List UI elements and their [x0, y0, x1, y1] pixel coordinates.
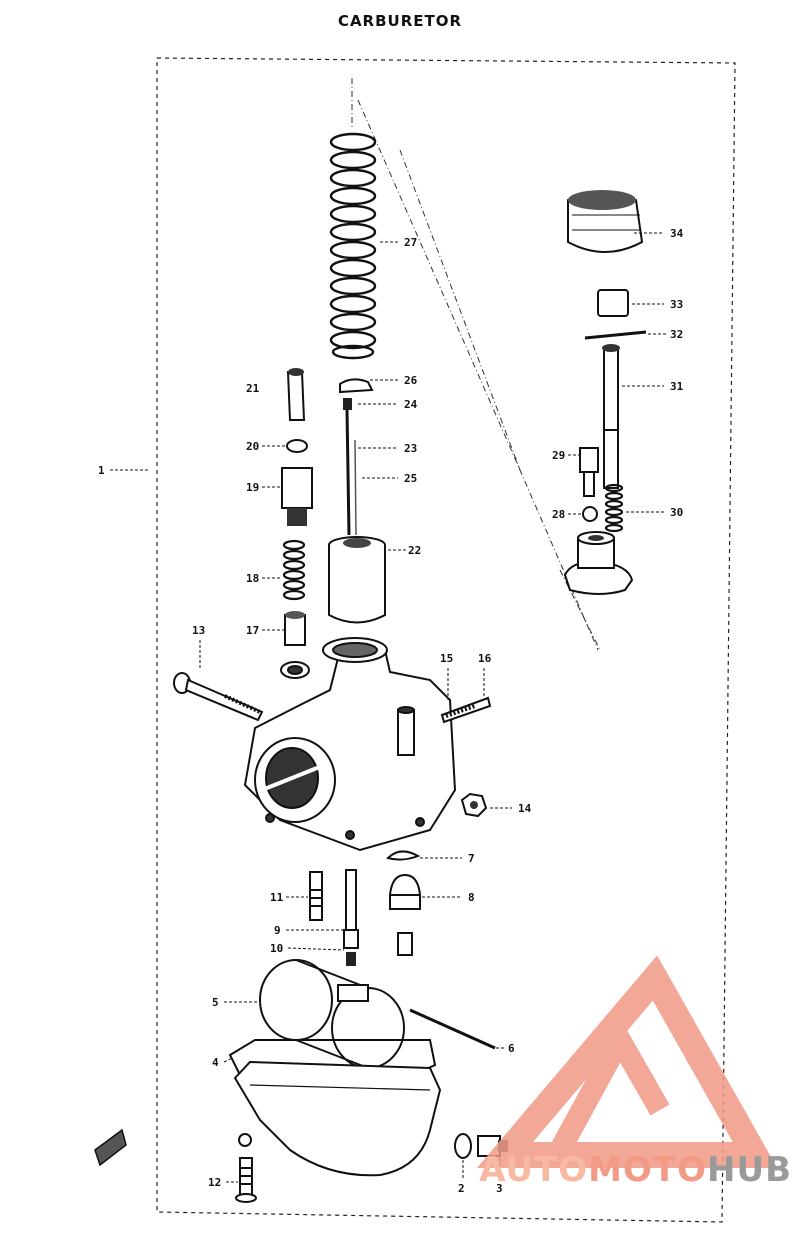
label-32: 32 — [670, 328, 683, 341]
watermark-part-1: AUTO — [479, 1150, 589, 1190]
watermark-part-3: HUB — [707, 1150, 792, 1190]
watermark-wordmark: AUTOMOTOHUB — [479, 1150, 792, 1190]
label-34: 34 — [670, 227, 684, 240]
label-33: 33 — [670, 298, 683, 311]
float-5 — [259, 959, 405, 1069]
label-7: 7 — [468, 852, 475, 865]
jet-needle-25 — [354, 439, 357, 536]
label-3: 3 — [496, 1182, 503, 1195]
needle-clip-26 — [339, 378, 374, 394]
adjuster-21 — [286, 368, 306, 421]
guide-line-choke — [357, 99, 599, 651]
label-6: 6 — [508, 1042, 515, 1055]
label-14: 14 — [518, 802, 532, 815]
float-bowl — [233, 1060, 442, 1177]
label-17: 17 — [246, 624, 259, 637]
label-13: 13 — [192, 624, 205, 637]
nut-20 — [286, 439, 308, 453]
screw-29 — [579, 447, 599, 497]
label-15: 15 — [440, 652, 453, 665]
spring-18 — [282, 539, 306, 601]
cap-34 — [567, 190, 644, 253]
label-2: 2 — [458, 1182, 465, 1195]
assembly-frame — [156, 57, 736, 1223]
jet-11 — [309, 871, 323, 921]
label-28: 28 — [552, 508, 565, 521]
label-30: 30 — [670, 506, 683, 519]
carburetor-body — [243, 637, 457, 852]
watermark-logo — [476, 955, 778, 1168]
label-26: 26 — [404, 374, 418, 387]
spring-27 — [329, 132, 377, 360]
screw-13 — [173, 672, 264, 722]
washer-2 — [454, 1133, 472, 1159]
label-1: 1 — [98, 464, 105, 477]
clip-32 — [584, 330, 647, 340]
needle-jet-9 — [343, 869, 359, 949]
choke-base — [563, 531, 634, 595]
jet-10 — [346, 952, 356, 966]
cap-33 — [597, 289, 629, 317]
label-23: 23 — [404, 442, 417, 455]
idle-screw-15 — [440, 696, 492, 724]
guide-line-body — [559, 569, 601, 651]
watermark-part-2: MOTO — [588, 1150, 708, 1190]
plunger-31 — [602, 344, 620, 489]
float-pin-6 — [409, 1008, 496, 1050]
screw-12 — [235, 1157, 257, 1203]
label-16: 16 — [478, 652, 492, 665]
label-22: 22 — [408, 544, 421, 557]
label-27: 27 — [404, 236, 417, 249]
spring-30 — [604, 483, 624, 533]
label-21: 21 — [246, 382, 260, 395]
label-18: 18 — [246, 572, 259, 585]
needle-retainer-24 — [343, 398, 352, 410]
label-9: 9 — [274, 924, 281, 937]
label-24: 24 — [404, 398, 418, 411]
cap-19 — [281, 467, 313, 526]
cap-nut-8 — [388, 873, 422, 910]
label-25: 25 — [404, 472, 417, 485]
gasket-7 — [386, 850, 421, 861]
throttle-valve-22 — [328, 536, 386, 624]
label-10: 10 — [270, 942, 283, 955]
nut-14 — [460, 792, 488, 818]
label-31: 31 — [670, 380, 684, 393]
label-20: 20 — [246, 440, 259, 453]
label-4: 4 — [212, 1056, 219, 1069]
label-12: 12 — [208, 1176, 221, 1189]
label-11: 11 — [270, 891, 284, 904]
leader-lines — [110, 232, 666, 1183]
guide-line-choke-b — [399, 149, 521, 471]
diagram-title: CARBURETOR — [337, 12, 463, 30]
jet-needle-23 — [345, 409, 351, 536]
nut-28 — [582, 506, 598, 522]
float-valve — [397, 932, 413, 956]
label-8: 8 — [468, 891, 475, 904]
label-5: 5 — [212, 996, 219, 1009]
detached-clip — [94, 1128, 127, 1167]
plunger-17 — [284, 611, 306, 646]
label-19: 19 — [246, 481, 259, 494]
label-29: 29 — [552, 449, 565, 462]
